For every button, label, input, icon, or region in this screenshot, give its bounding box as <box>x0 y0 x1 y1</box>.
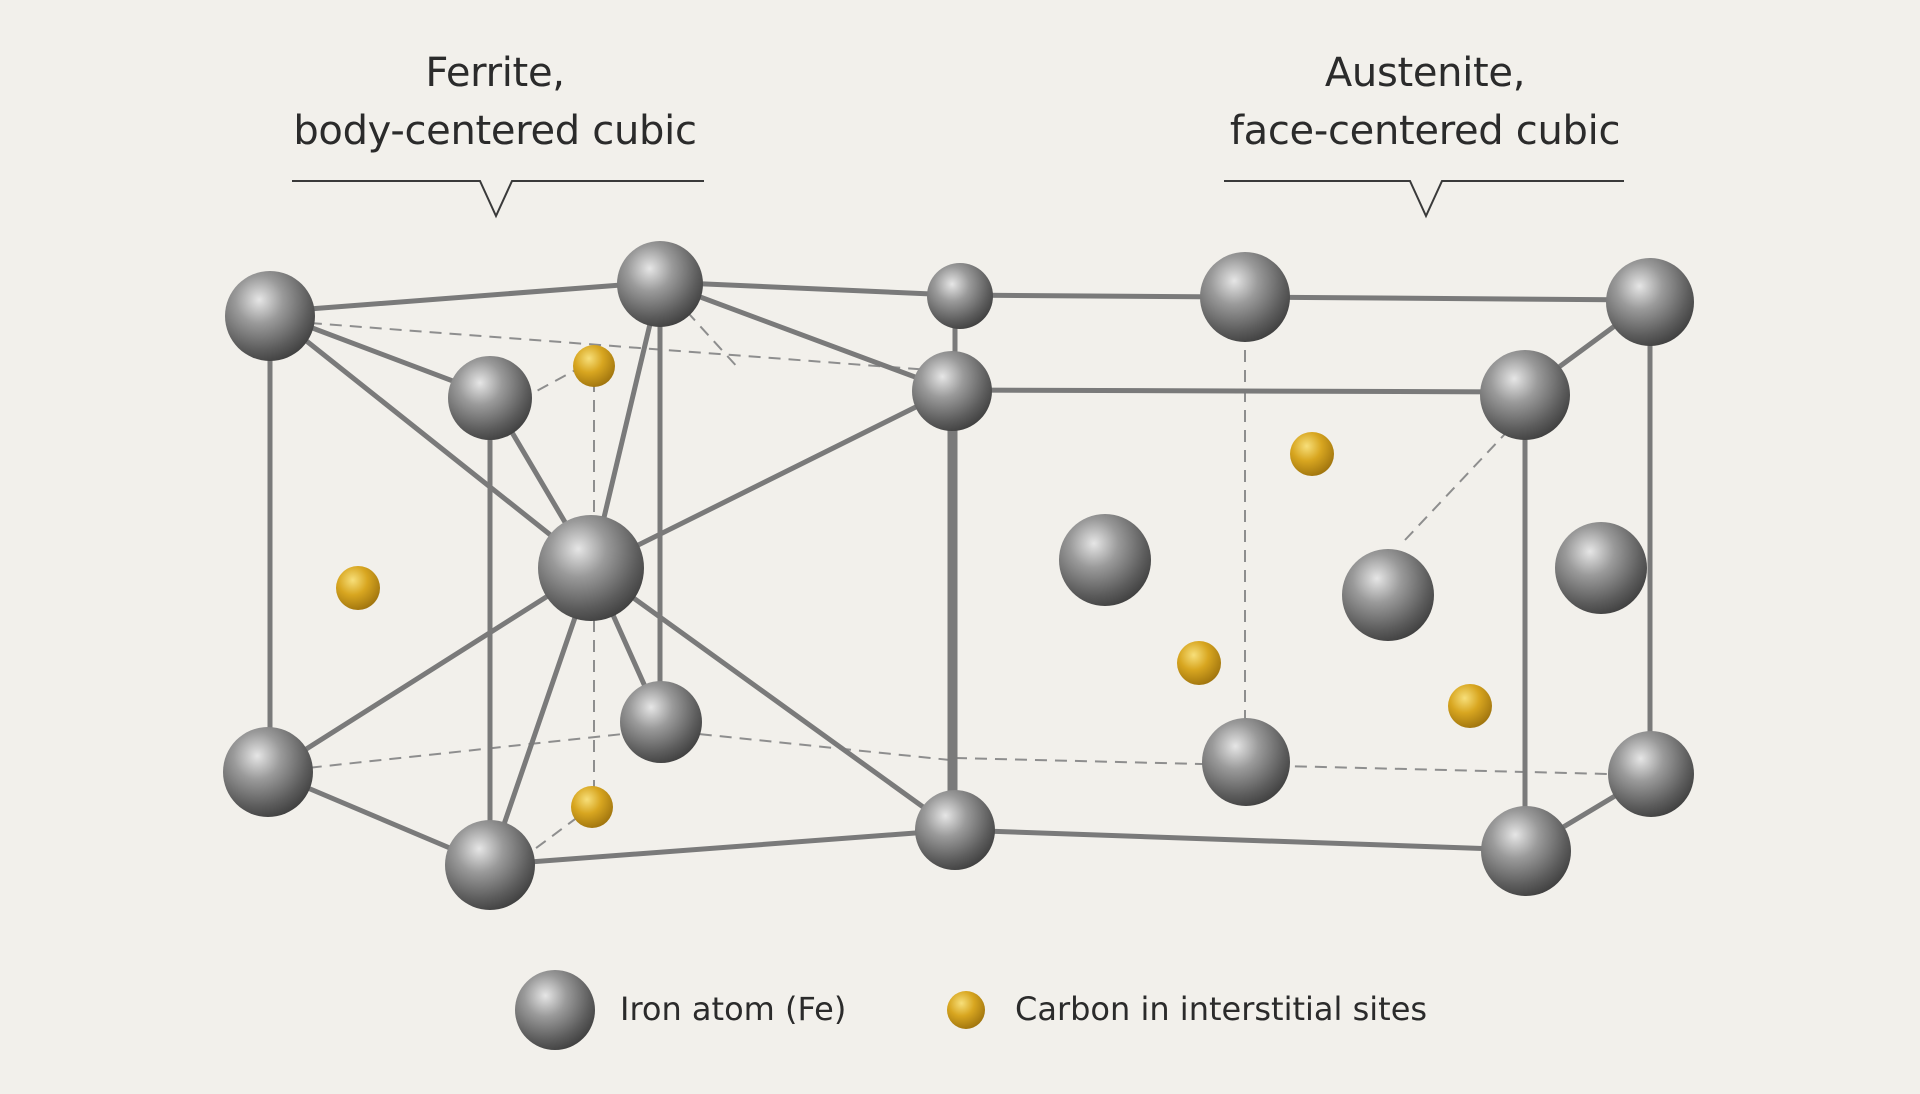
carbon-atom <box>571 786 613 828</box>
iron-atom <box>1202 718 1290 806</box>
austenite-title-line2: face-centered cubic <box>1229 108 1621 154</box>
ferrite-title-line2: body-centered cubic <box>293 108 697 154</box>
iron-atom <box>927 263 993 329</box>
legend-iron-label: Iron atom (Fe) <box>620 990 847 1028</box>
iron-atoms <box>223 241 1694 910</box>
iron-atom <box>445 820 535 910</box>
austenite-callout-bracket <box>1224 180 1624 219</box>
carbon-atom <box>336 566 380 610</box>
iron-atom <box>225 271 315 361</box>
iron-atom <box>912 351 992 431</box>
iron-atom <box>1059 514 1151 606</box>
iron-atom <box>620 681 702 763</box>
legend-carbon-swatch <box>947 991 985 1029</box>
iron-atom <box>538 515 644 621</box>
carbon-atom <box>1290 432 1334 476</box>
iron-atom <box>1481 806 1571 896</box>
iron-atom <box>448 356 532 440</box>
iron-atom <box>617 241 703 327</box>
iron-atom <box>1606 258 1694 346</box>
ferrite-title: Ferrite, body-centered cubic <box>260 44 730 160</box>
carbon-atoms <box>336 345 1492 828</box>
legend: Iron atom (Fe) Carbon in interstitial si… <box>0 960 1920 1060</box>
iron-atom <box>1342 549 1434 641</box>
legend-iron-swatch <box>515 970 595 1050</box>
iron-atom <box>223 727 313 817</box>
iron-atom <box>1608 731 1694 817</box>
bonds <box>267 279 1653 868</box>
iron-atom <box>915 790 995 870</box>
carbon-atom <box>1177 641 1221 685</box>
iron-atom <box>1555 522 1647 614</box>
iron-atom <box>1200 252 1290 342</box>
ferrite-title-line1: Ferrite, <box>425 50 565 96</box>
ferrite-callout-bracket <box>292 180 704 219</box>
legend-carbon-label: Carbon in interstitial sites <box>1015 990 1428 1028</box>
iron-atom <box>1480 350 1570 440</box>
austenite-title: Austenite, face-centered cubic <box>1190 44 1660 160</box>
carbon-atom <box>1448 684 1492 728</box>
austenite-title-line1: Austenite, <box>1324 50 1526 96</box>
carbon-atom <box>573 345 615 387</box>
